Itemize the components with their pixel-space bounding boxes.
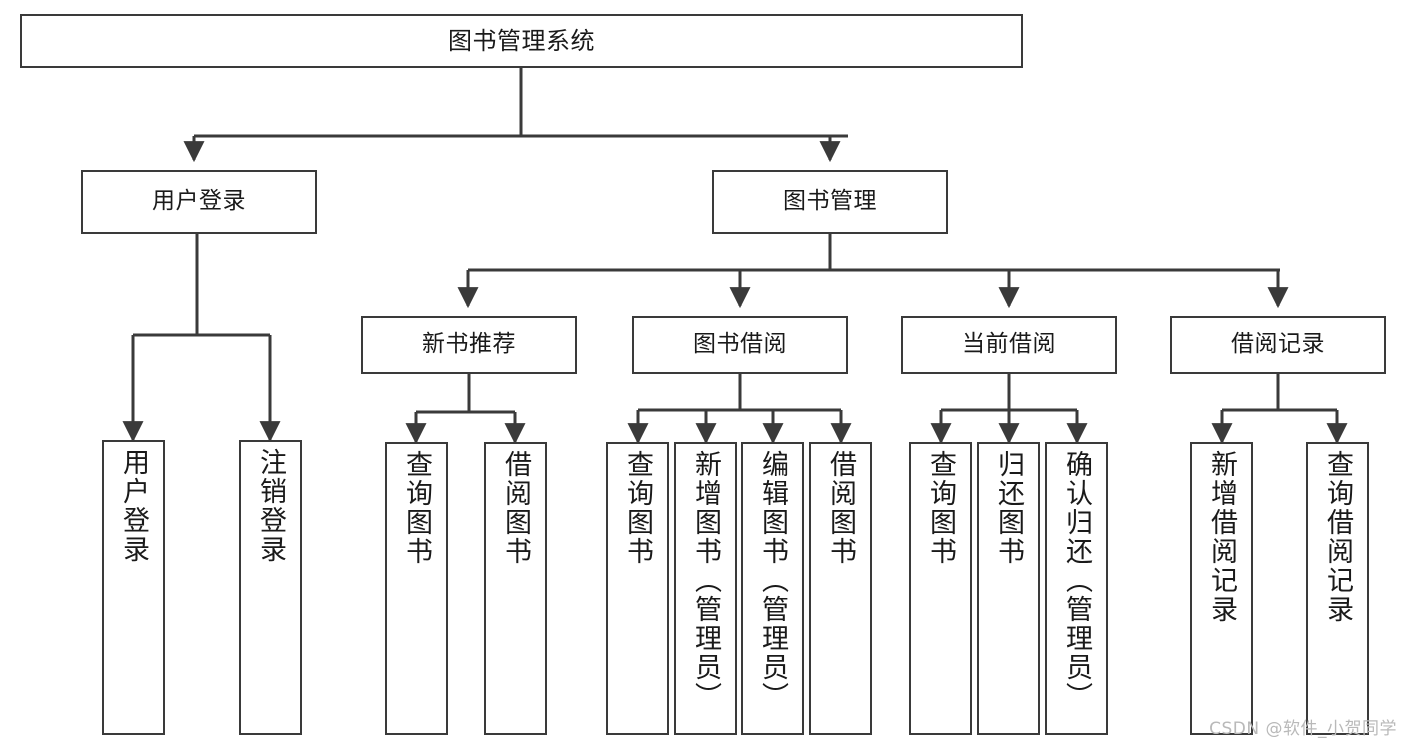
node-book-manage[interactable]: 图书管理 (712, 170, 948, 234)
node-label: 确认归还（管理员） (1061, 450, 1092, 711)
leaf-borrow-book-1[interactable]: 借阅图书 (484, 442, 547, 735)
leaf-return-book[interactable]: 归还图书 (977, 442, 1040, 735)
node-borrow-record[interactable]: 借阅记录 (1170, 316, 1386, 374)
node-new-book-recommend[interactable]: 新书推荐 (361, 316, 577, 374)
node-current-borrow[interactable]: 当前借阅 (901, 316, 1117, 374)
node-label: 新书推荐 (422, 331, 516, 358)
node-label: 新增图书（管理员） (690, 450, 721, 711)
node-label: 用户登录 (152, 188, 246, 215)
node-label: 借阅图书 (825, 450, 856, 566)
node-label: 图书管理 (783, 188, 877, 215)
leaf-query-book-2[interactable]: 查询图书 (606, 442, 669, 735)
node-label: 图书管理系统 (448, 26, 595, 55)
leaf-borrow-book-2[interactable]: 借阅图书 (809, 442, 872, 735)
node-label: 新增借阅记录 (1206, 450, 1237, 624)
leaf-add-book[interactable]: 新增图书（管理员） (674, 442, 737, 735)
leaf-user-login[interactable]: 用户登录 (102, 440, 165, 735)
node-label: 查询图书 (925, 450, 956, 566)
leaf-add-borrow-record[interactable]: 新增借阅记录 (1190, 442, 1253, 735)
node-label: 借阅图书 (500, 450, 531, 566)
node-label: 归还图书 (993, 450, 1024, 566)
leaf-query-book-1[interactable]: 查询图书 (385, 442, 448, 735)
node-label: 查询图书 (622, 450, 653, 566)
node-user-login[interactable]: 用户登录 (81, 170, 317, 234)
node-label: 注销登录 (255, 448, 286, 564)
node-label: 查询借阅记录 (1322, 450, 1353, 624)
leaf-edit-book[interactable]: 编辑图书（管理员） (741, 442, 804, 735)
node-root-system[interactable]: 图书管理系统 (20, 14, 1023, 68)
node-label: 图书借阅 (693, 331, 787, 358)
csdn-watermark: CSDN @软件_小贺同学 (1209, 719, 1397, 739)
leaf-confirm-return[interactable]: 确认归还（管理员） (1045, 442, 1108, 735)
node-label: 查询图书 (401, 450, 432, 566)
node-label: 当前借阅 (962, 331, 1056, 358)
leaf-user-logout[interactable]: 注销登录 (239, 440, 302, 735)
node-book-borrow[interactable]: 图书借阅 (632, 316, 848, 374)
leaf-query-book-3[interactable]: 查询图书 (909, 442, 972, 735)
node-label: 用户登录 (118, 448, 149, 564)
node-label: 编辑图书（管理员） (757, 450, 788, 711)
node-label: 借阅记录 (1231, 331, 1325, 358)
leaf-query-borrow-record[interactable]: 查询借阅记录 (1306, 442, 1369, 735)
